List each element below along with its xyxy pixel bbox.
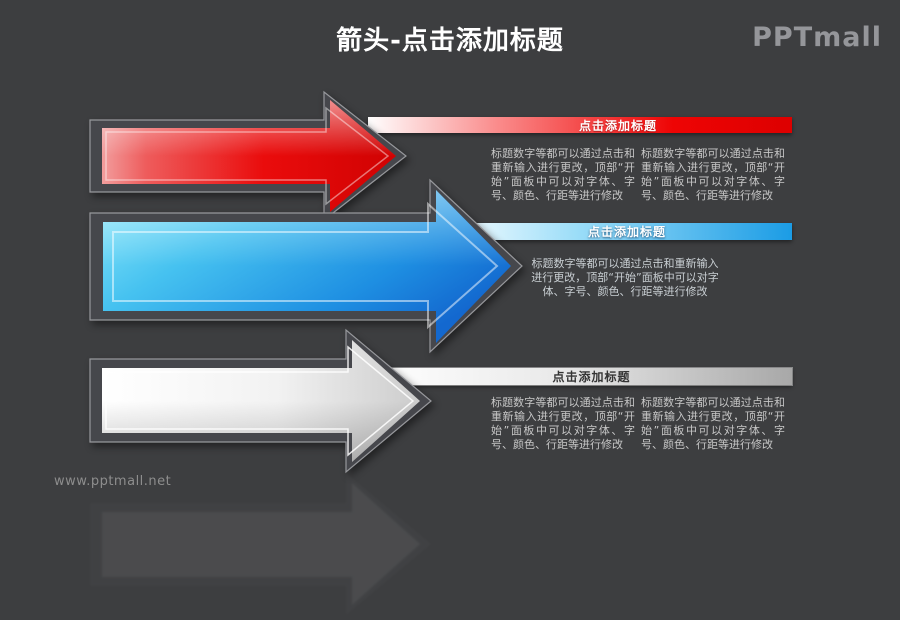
- title-bar-blue-label: 点击添加标题: [587, 225, 666, 239]
- body-text-silver: 标题数字等都可以通过点击和重新输入进行更改，顶部“开始”面板中可以对字体、字号、…: [491, 396, 785, 452]
- blue-arrow-shape[interactable]: [84, 175, 534, 360]
- body-text-red: 标题数字等都可以通过点击和重新输入进行更改，顶部“开始”面板中可以对字体、字号、…: [491, 147, 785, 203]
- title-bar-blue[interactable]: 点击添加标题: [462, 223, 792, 240]
- white-arrow-reflection: [90, 473, 431, 615]
- body-text-blue[interactable]: 标题数字等都可以通过点击和重新输入进行更改，顶部“开始”面板中可以对字体、字号、…: [531, 257, 719, 298]
- text-column-silver-1[interactable]: 标题数字等都可以通过点击和重新输入进行更改，顶部“开始”面板中可以对字体、字号、…: [491, 396, 635, 451]
- red-arrow-shape[interactable]: [85, 88, 415, 228]
- text-column-silver-2[interactable]: 标题数字等都可以通过点击和重新输入进行更改，顶部“开始”面板中可以对字体、字号、…: [641, 396, 785, 451]
- watermark: www.pptmall.net: [54, 474, 172, 489]
- title-bar-silver[interactable]: 点击添加标题: [373, 368, 792, 385]
- title-bar-red-label: 点击添加标题: [578, 118, 657, 133]
- title-bar-red[interactable]: 点击添加标题: [368, 117, 792, 133]
- title-bar-silver-label: 点击添加标题: [552, 370, 631, 384]
- text-column-red-1[interactable]: 标题数字等都可以通过点击和重新输入进行更改，顶部“开始”面板中可以对字体、字号、…: [491, 147, 635, 202]
- slide-canvas: 箭头-点击添加标题 PPTmall 点击添加标题 标题数字等都可以通过点击和重新…: [54, 22, 882, 605]
- text-column-red-2[interactable]: 标题数字等都可以通过点击和重新输入进行更改，顶部“开始”面板中可以对字体、字号、…: [641, 147, 785, 202]
- slide-title[interactable]: 箭头-点击添加标题: [336, 26, 564, 56]
- white-arrow-shape[interactable]: [84, 325, 434, 475]
- pptmall-logo: PPTmall: [752, 22, 882, 53]
